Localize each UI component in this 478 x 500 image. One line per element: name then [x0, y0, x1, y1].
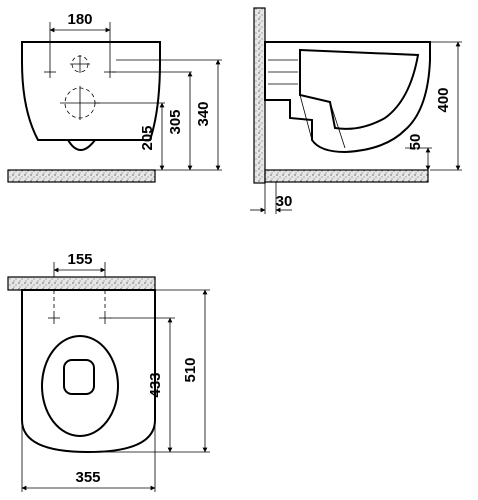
front-view: 180 205 305 340 — [7, 11, 222, 183]
dim-340: 340 — [195, 101, 212, 126]
dim-30: 30 — [276, 193, 293, 210]
dim-205: 205 — [139, 125, 156, 150]
toilet-side-bowl — [299, 48, 420, 130]
dim-180: 180 — [67, 11, 92, 28]
toilet-top-body — [21, 289, 156, 454]
toilet-side-body — [264, 41, 431, 154]
toilet-front-bowl-bottom — [67, 139, 96, 151]
dim-510: 510 — [182, 357, 199, 382]
toilet-front-body — [21, 41, 161, 141]
wall — [253, 7, 266, 184]
mounting-holes-front — [44, 55, 116, 120]
dim-155: 155 — [67, 251, 92, 268]
dim-433: 433 — [147, 372, 164, 397]
side-view: 400 50 30 — [250, 7, 462, 214]
mounting-holes-top — [48, 290, 111, 324]
floor-slab-side — [264, 169, 429, 183]
bowl-drain — [63, 359, 95, 395]
wall-slab-top — [7, 276, 156, 291]
inlet-pipes — [268, 59, 298, 85]
floor-slab — [7, 169, 156, 183]
top-view: 155 433 510 355 — [7, 251, 210, 492]
seat-opening — [41, 335, 119, 437]
dim-50: 50 — [407, 134, 424, 151]
dim-400: 400 — [435, 87, 452, 112]
dim-355: 355 — [75, 469, 100, 486]
outlet-trap — [299, 94, 346, 149]
dim-305: 305 — [167, 109, 184, 134]
